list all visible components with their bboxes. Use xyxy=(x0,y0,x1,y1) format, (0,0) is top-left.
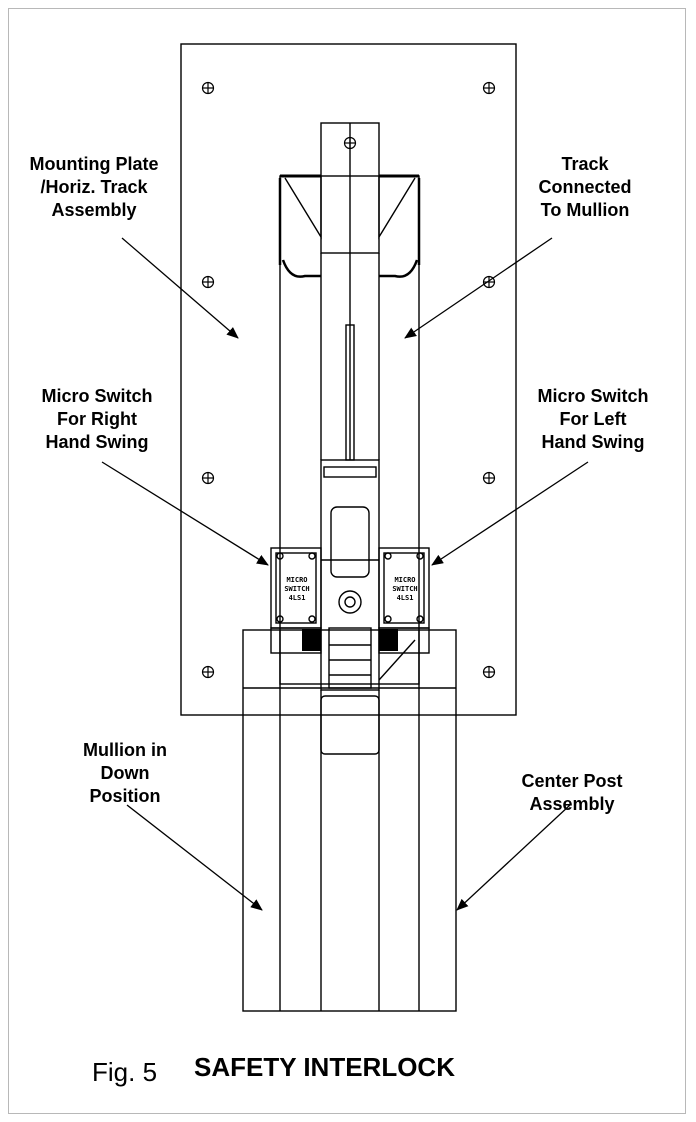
switch-right-text-1: MICRO xyxy=(286,576,307,584)
label-mullion-down: Mullion in Down Position xyxy=(83,740,167,806)
switch-right-text-2: SWITCH xyxy=(284,585,309,593)
figure-number: Fig. 5 xyxy=(92,1057,158,1087)
mounting-plate xyxy=(180,43,517,716)
carriage xyxy=(320,459,380,691)
label-track-connected: Track Connected To Mullion xyxy=(538,154,632,220)
screw-holes xyxy=(201,81,496,679)
label-micro-switch-left: Micro Switch For Left Hand Swing xyxy=(537,386,649,452)
label-mounting-plate: Mounting Plate /Horiz. Track Assembly xyxy=(29,154,159,220)
label-micro-switch-right: Micro Switch For Right Hand Swing xyxy=(41,386,153,452)
figure-frame xyxy=(8,8,686,1114)
leader-arrows xyxy=(101,237,589,911)
label-center-post: Center Post Assembly xyxy=(521,771,623,814)
switch-left-text-2: SWITCH xyxy=(392,585,417,593)
figure-title: SAFETY INTERLOCK xyxy=(194,1052,455,1082)
switch-actuators xyxy=(302,629,398,651)
switch-left-text-3: 4LS1 xyxy=(397,594,414,602)
switch-right-text-3: 4LS1 xyxy=(289,594,306,602)
switch-left-text-1: MICRO xyxy=(394,576,415,584)
center-post xyxy=(242,629,457,1012)
